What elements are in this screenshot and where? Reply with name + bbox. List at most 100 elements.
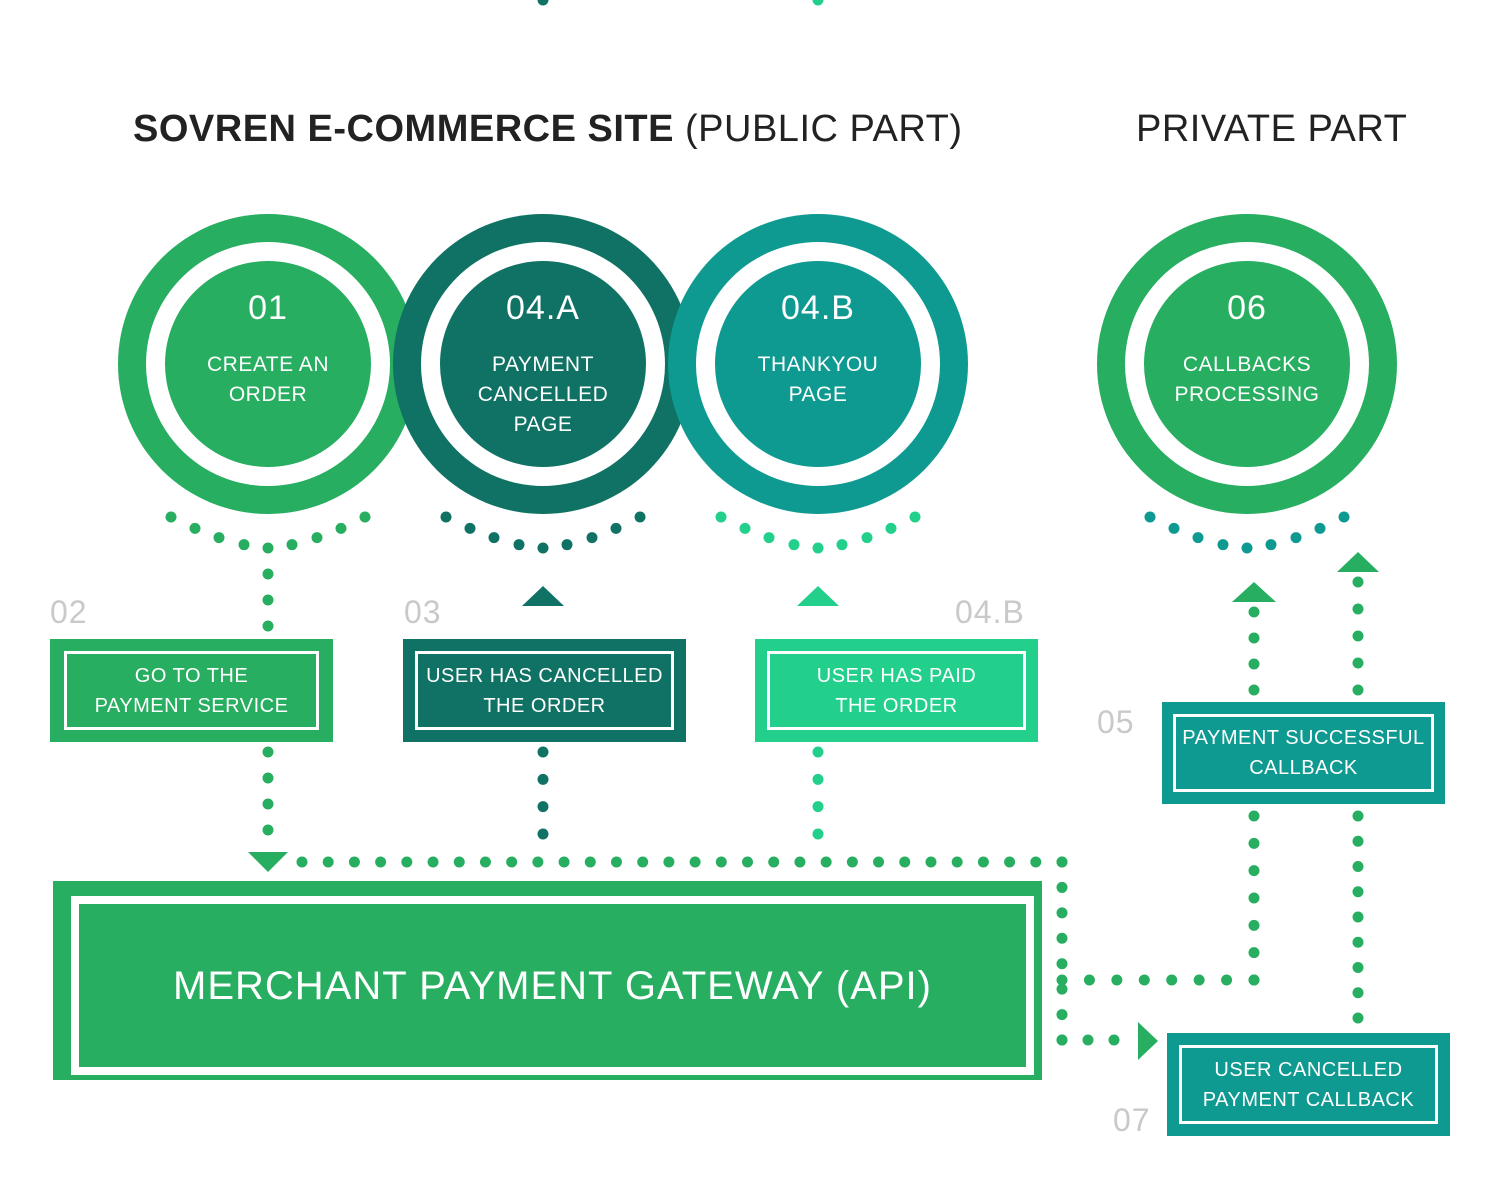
connector-dot xyxy=(1248,974,1260,986)
circle-number: 04.A xyxy=(506,289,580,327)
connector-dot xyxy=(262,568,274,580)
connector-dot xyxy=(558,856,570,868)
connector-dot xyxy=(925,856,937,868)
connector-dot xyxy=(742,856,754,868)
connector-dot xyxy=(1166,974,1178,986)
connector-dot xyxy=(1248,865,1260,877)
connector-dot xyxy=(1056,856,1068,868)
arrow-up-icon xyxy=(797,586,839,606)
connector-dot xyxy=(537,828,549,840)
connector-dot xyxy=(1056,1034,1068,1046)
connector-dot xyxy=(401,856,413,868)
arrow-down-icon xyxy=(248,852,288,872)
public-part-title-light: (PUBLIC PART) xyxy=(685,108,963,150)
connector-dot xyxy=(537,0,549,6)
connector-dot xyxy=(812,773,824,785)
connector-dot xyxy=(262,772,274,784)
step-number-05: 05 xyxy=(1097,704,1135,740)
box-merchant-payment-gateway: MERCHANT PAYMENT GATEWAY (API) xyxy=(53,881,1042,1080)
step-number-04b: 04.B xyxy=(955,594,1025,630)
connector-dot xyxy=(262,746,274,758)
connector-dot xyxy=(1352,911,1364,923)
connector-dot xyxy=(348,856,360,868)
connector-dot xyxy=(1248,892,1260,904)
arrow-up-icon xyxy=(1337,552,1379,572)
connector-dot xyxy=(951,856,963,868)
connector-dot xyxy=(1248,632,1260,644)
connector-dot xyxy=(1352,936,1364,948)
connector-dot xyxy=(1056,983,1068,995)
arc-dot xyxy=(561,539,573,551)
connector-dot xyxy=(537,746,549,758)
arc-dot xyxy=(909,511,921,523)
connector-dot xyxy=(506,856,518,868)
connector-dot xyxy=(427,856,439,868)
public-part-title-bold: SOVREN E-COMMERCE SITE xyxy=(133,108,674,150)
arc-dot xyxy=(488,532,500,544)
connector-dot xyxy=(899,856,911,868)
arc-dot xyxy=(513,539,525,551)
connector-dot xyxy=(1056,881,1068,893)
connector-dot xyxy=(1138,974,1150,986)
connector-dot xyxy=(453,856,465,868)
connector-dot xyxy=(873,856,885,868)
arc-dot xyxy=(238,539,250,551)
arc-dot xyxy=(586,532,598,544)
connector-dot xyxy=(1352,657,1364,669)
connector-dot xyxy=(812,746,824,758)
arc-dot xyxy=(812,542,824,554)
arc-dot xyxy=(189,522,201,534)
arc-dot xyxy=(1168,522,1180,534)
connector-dot xyxy=(584,856,596,868)
arc-dot xyxy=(1290,532,1302,544)
connector-dot xyxy=(1352,987,1364,999)
connector-dot xyxy=(663,856,675,868)
connector-dot xyxy=(1352,1012,1364,1024)
connector-dot xyxy=(637,856,649,868)
connector-dot xyxy=(1248,658,1260,670)
connector-dot xyxy=(1248,947,1260,959)
connector-dot xyxy=(812,801,824,813)
connector-dot xyxy=(1352,886,1364,898)
connector-dot xyxy=(262,824,274,836)
connector-dot xyxy=(1352,810,1364,822)
circle-payment-cancelled-inner: 04.A PAYMENT CANCELLED PAGE xyxy=(440,261,646,467)
circle-thankyou-inner: 04.B THANKYOU PAGE xyxy=(715,261,921,467)
connector-dot xyxy=(689,856,701,868)
step-number-07: 07 xyxy=(1113,1102,1151,1138)
connector-dot xyxy=(1056,974,1068,986)
connector-dot xyxy=(1004,856,1016,868)
arc-dot xyxy=(763,532,775,544)
arc-dot xyxy=(1338,511,1350,523)
arc-dot xyxy=(359,511,371,523)
connector-dot xyxy=(812,828,824,840)
arc-dot xyxy=(335,522,347,534)
connector-dot xyxy=(1248,684,1260,696)
circle-label: PAYMENT CANCELLED PAGE xyxy=(477,353,609,436)
connector-dot xyxy=(1056,1009,1068,1021)
connector-dot xyxy=(537,773,549,785)
arc-dot xyxy=(311,532,323,544)
arc-dot xyxy=(715,511,727,523)
connector-dot xyxy=(610,856,622,868)
arc-dot xyxy=(1241,542,1253,554)
connector-dot xyxy=(1248,837,1260,849)
arrow-up-icon xyxy=(1232,582,1276,602)
circle-payment-cancelled-page: 04.A PAYMENT CANCELLED PAGE xyxy=(393,214,693,514)
connector-dot xyxy=(296,856,308,868)
connector-dot xyxy=(1352,576,1364,588)
arc-dot xyxy=(634,511,646,523)
connector-dot xyxy=(977,856,989,868)
connector-dot xyxy=(1108,1034,1120,1046)
arc-dot xyxy=(464,522,476,534)
arc-dot xyxy=(537,542,549,554)
step-number-02: 02 xyxy=(50,594,88,630)
connector-dot xyxy=(1056,932,1068,944)
connector-dot xyxy=(532,856,544,868)
arc-dot xyxy=(165,511,177,523)
arrow-up-icon xyxy=(522,586,564,606)
arc-dot xyxy=(885,522,897,534)
